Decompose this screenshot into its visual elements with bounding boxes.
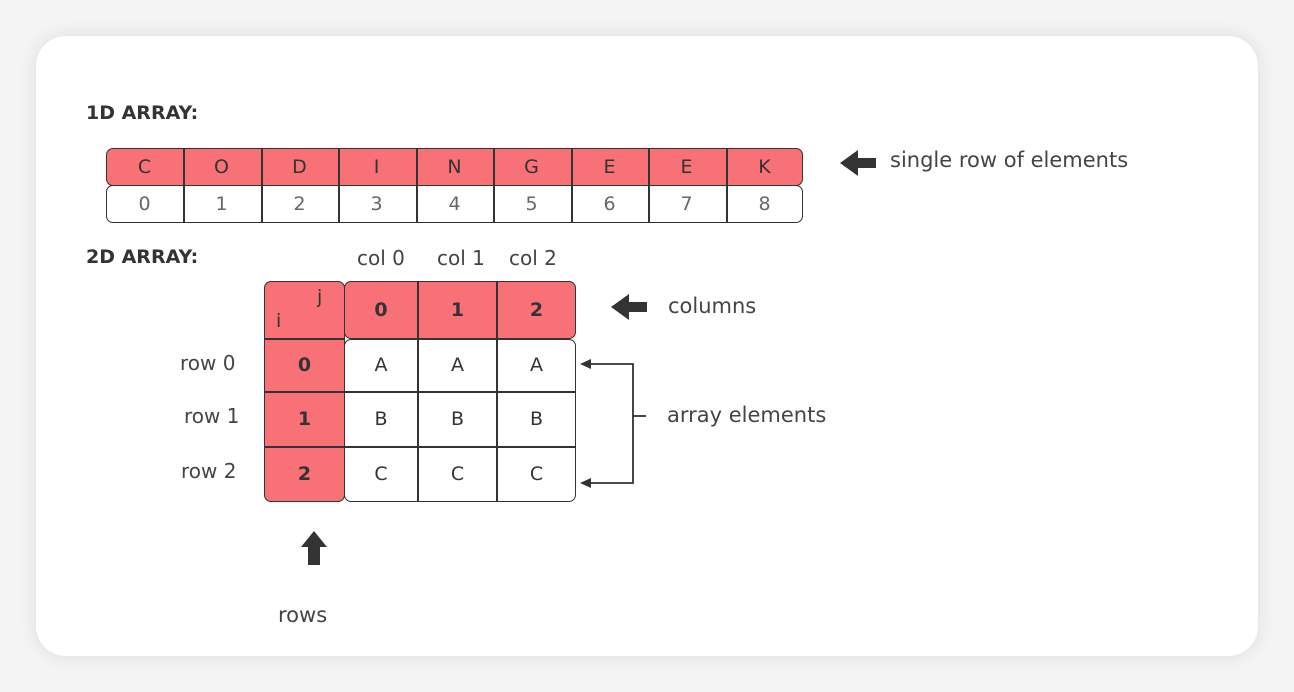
array-1d-value-cell: C [137, 156, 152, 178]
element-cell: C [374, 463, 388, 485]
col-index-cell: 0 [374, 299, 388, 321]
element-cell: A [374, 354, 388, 376]
heading-1d-array: 1D ARRAY: [86, 102, 199, 124]
annotation-columns: columns [668, 294, 757, 318]
divider [344, 446, 576, 448]
divider [496, 339, 498, 502]
row-label: row 0 [180, 351, 236, 375]
corner-j-label: j [317, 286, 323, 308]
array-1d-index-cell: 0 [138, 193, 151, 215]
array-1d-index-cell: 8 [758, 193, 771, 215]
divider [183, 148, 185, 223]
col-index-row [344, 281, 576, 339]
col-label: col 1 [437, 246, 485, 270]
left-arrow-icon [611, 294, 647, 320]
up-arrow-icon [301, 531, 327, 565]
array-1d-index-cell: 5 [525, 193, 538, 215]
divider [264, 446, 344, 448]
divider [261, 148, 263, 223]
row-index-cell: 1 [297, 408, 312, 430]
divider [416, 148, 418, 223]
col-label: col 2 [509, 246, 557, 270]
array-1d-value-cell: E [603, 156, 616, 178]
array-1d-index-cell: 3 [370, 193, 383, 215]
array-1d-value-cell: I [373, 156, 380, 178]
col-label: col 0 [357, 246, 405, 270]
array-1d-value-cell: E [680, 156, 693, 178]
array-1d-index-cell: 6 [603, 193, 616, 215]
divider [264, 391, 344, 393]
divider [493, 148, 495, 223]
annotation-array-elements: array elements [667, 403, 827, 427]
array-1d-index-cell: 2 [293, 193, 306, 215]
element-cell: A [530, 354, 543, 376]
annotation-rows: rows [278, 603, 328, 627]
array-1d-index-cell: 7 [680, 193, 693, 215]
divider [726, 148, 728, 223]
divider [338, 148, 340, 223]
array-1d-indices-strip [106, 185, 803, 223]
divider [496, 281, 498, 339]
array-1d-index-cell: 1 [215, 193, 228, 215]
annotation-single-row: single row of elements [890, 148, 1129, 172]
element-cell: B [529, 408, 544, 430]
diagram-card [36, 36, 1258, 656]
divider [571, 148, 573, 223]
col-index-cell: 1 [450, 299, 465, 321]
bracket-arrow-icon [580, 359, 646, 488]
array-1d-value-cell: D [292, 156, 307, 178]
divider [344, 391, 576, 393]
divider [417, 339, 419, 502]
row-index-cell: 2 [297, 463, 312, 485]
element-cell: C [529, 463, 544, 485]
array-1d-value-cell: N [447, 156, 462, 178]
array-1d-value-cell: O [214, 156, 229, 178]
array-1d-index-cell: 4 [448, 193, 461, 215]
heading-2d-array: 2D ARRAY: [86, 246, 199, 268]
array-1d-value-cell: G [524, 156, 539, 178]
array-1d-value-cell: K [758, 156, 771, 178]
row-index-cell: 0 [297, 354, 312, 376]
col-index-cell: 2 [529, 299, 544, 321]
left-arrow-icon [840, 150, 876, 176]
row-label: row 1 [184, 404, 240, 428]
elements-grid [344, 339, 576, 502]
divider [264, 338, 344, 340]
corner-i-label: i [276, 310, 282, 332]
element-cell: B [450, 408, 465, 430]
element-cell: A [451, 354, 464, 376]
divider [648, 148, 650, 223]
row-label: row 2 [181, 459, 237, 483]
divider [417, 281, 419, 339]
element-cell: B [374, 408, 388, 430]
element-cell: C [450, 463, 465, 485]
